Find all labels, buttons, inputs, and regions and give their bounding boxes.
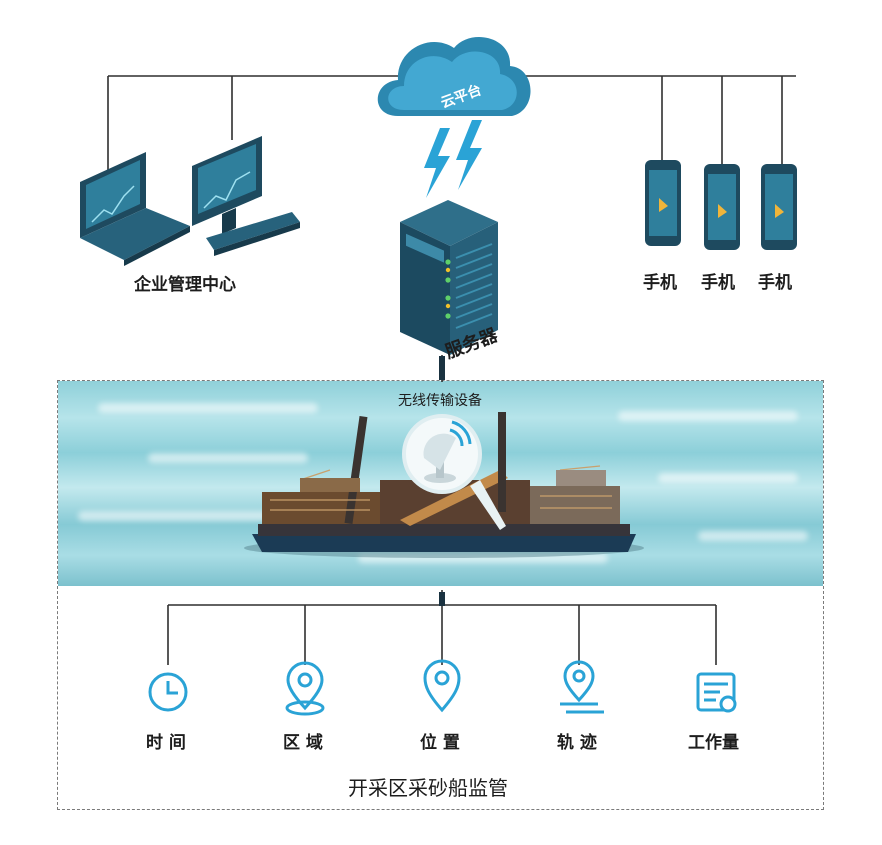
feature-label-area: 区 域 [283,733,323,753]
track-pin-icon [560,660,604,714]
phone-label-1: 手机 [643,273,677,293]
phone-icon-2 [704,164,740,250]
lightning-icon [424,120,482,198]
laptop-icon [80,152,190,266]
wireless-device-magnifier [402,414,506,530]
server-icon [400,200,498,355]
desktop-computer-icon [192,136,300,256]
clock-icon [148,672,188,712]
feature-label-position: 位 置 [420,733,460,753]
feature-label-track: 轨 迹 [557,733,597,753]
workload-doc-icon [696,672,737,713]
mining-area-frame [57,380,824,810]
satellite-dish-icon [423,420,472,483]
wireless-device-label: 无线传输设备 [398,393,482,409]
footer-title: 开采区采砂船监管 [348,776,508,800]
area-pin-icon [285,661,325,716]
enterprise-center-label: 企业管理中心 [134,275,236,295]
phone-label-2: 手机 [701,273,735,293]
location-pin-icon [423,659,461,713]
phone-icon-1 [645,160,681,246]
feature-label-time: 时 间 [146,733,186,753]
cloud-icon [377,36,531,116]
phone-label-3: 手机 [758,273,792,293]
phone-icon-3 [761,164,797,250]
feature-label-workload: 工作量 [688,733,739,753]
